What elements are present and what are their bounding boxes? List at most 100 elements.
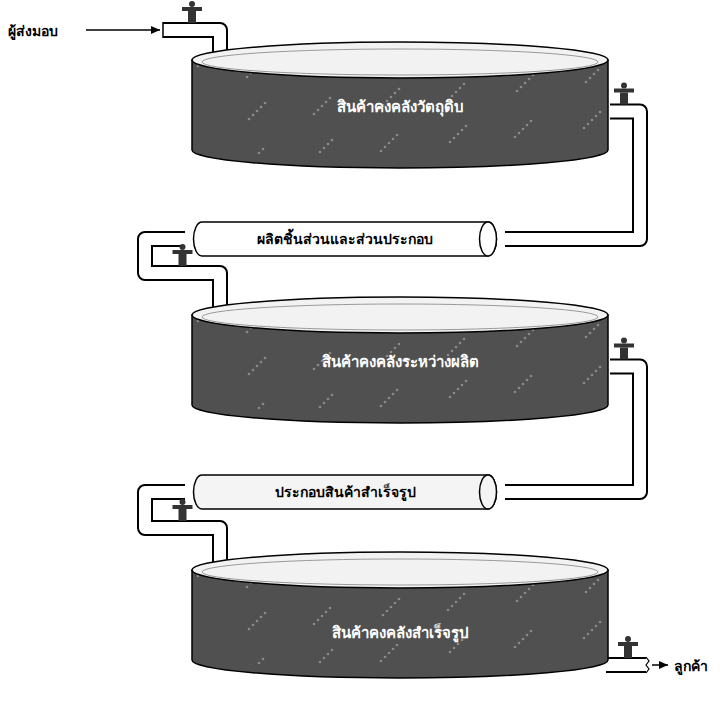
tank-texture	[583, 382, 586, 385]
tank-texture	[463, 83, 466, 86]
faucet	[614, 338, 634, 360]
tank-texture	[319, 661, 322, 664]
tank-texture	[524, 592, 527, 595]
tank-texture	[321, 105, 324, 108]
faucet	[173, 499, 193, 521]
process-label: ประกอบสินค้าสำเร็จรูป	[185, 481, 505, 503]
faucet	[182, 1, 202, 23]
tank-texture	[597, 579, 600, 582]
tank-top	[192, 42, 608, 78]
tank-texture	[256, 365, 259, 368]
water-surface	[202, 304, 598, 330]
tank-texture	[264, 357, 267, 360]
tank-texture	[599, 366, 602, 369]
tank-texture	[463, 593, 466, 596]
tank-texture	[252, 624, 255, 627]
tank-texture	[396, 644, 399, 647]
tank-texture	[327, 143, 330, 146]
pipe-end	[480, 475, 497, 509]
tank-texture	[256, 110, 259, 113]
tank-texture	[465, 125, 468, 128]
tank-texture	[394, 92, 397, 95]
tank-texture	[317, 109, 320, 112]
tank-texture	[528, 333, 531, 336]
faucet	[614, 83, 634, 105]
tank-texture	[329, 97, 332, 100]
tank-texture	[384, 146, 387, 149]
tank-texture	[390, 606, 393, 609]
customer-arrow	[652, 664, 668, 666]
tank-texture	[520, 341, 523, 344]
tank-texture	[587, 378, 590, 381]
tank-texture	[459, 597, 462, 600]
tank-label: สินค้าคงคลังวัตถุดิบ	[190, 95, 610, 119]
tank-texture	[390, 351, 393, 354]
tank-texture	[518, 387, 521, 390]
tank-texture	[313, 368, 316, 371]
tank-texture	[398, 88, 401, 91]
tank-texture	[524, 82, 527, 85]
tank-label: สินค้าคงคลังระหว่างผลิต	[190, 350, 610, 374]
tank-texture	[593, 328, 596, 331]
tank-texture	[447, 609, 450, 612]
tank-texture	[514, 646, 517, 649]
tank-texture	[599, 621, 602, 624]
tank-texture	[589, 332, 592, 335]
tank-texture	[451, 95, 454, 98]
tank-texture	[390, 96, 393, 99]
inflow-pipe	[163, 22, 220, 54]
tank-texture	[457, 643, 460, 646]
tank-texture	[392, 393, 395, 396]
tank-texture	[388, 652, 391, 655]
tank-texture	[585, 81, 588, 84]
tank-texture	[587, 633, 590, 636]
tank-texture	[593, 73, 596, 76]
tank-texture	[591, 119, 594, 122]
tank-texture	[455, 91, 458, 94]
tank-texture	[319, 151, 322, 154]
tank-texture	[246, 76, 249, 79]
process-pipe: ผลิตชิ้นส่วนและส่วนประกอบ	[185, 222, 505, 256]
tank-texture	[459, 87, 462, 90]
tank-texture	[453, 647, 456, 650]
tank-texture	[260, 361, 263, 364]
tank-texture	[323, 657, 326, 660]
tank-texture	[597, 324, 600, 327]
tank-texture	[455, 601, 458, 604]
tank-texture	[589, 77, 592, 80]
tank-texture	[396, 389, 399, 392]
tank-texture	[331, 649, 334, 652]
faucet	[173, 244, 193, 266]
tank-texture	[260, 616, 263, 619]
tank-texture	[451, 350, 454, 353]
tank-texture	[595, 370, 598, 373]
tank-texture	[520, 86, 523, 89]
tank-texture	[256, 620, 259, 623]
tank-texture	[522, 128, 525, 131]
tank-texture	[457, 388, 460, 391]
inventory-tank: สินค้าคงคลังสำเร็จรูป	[190, 550, 610, 680]
tank-texture	[516, 90, 519, 93]
tank-texture	[461, 129, 464, 132]
tank-texture	[585, 591, 588, 594]
tank-texture	[522, 638, 525, 641]
tank-texture	[258, 407, 261, 410]
tank-texture	[323, 147, 326, 150]
tank-label: สินค้าคงคลังสำเร็จรูป	[190, 621, 610, 645]
tank-texture	[520, 596, 523, 599]
tank-texture	[323, 402, 326, 405]
tank-texture	[591, 374, 594, 377]
tank-texture	[396, 134, 399, 137]
tank-texture	[449, 651, 452, 654]
tank-texture	[595, 625, 598, 628]
tank-texture	[392, 648, 395, 651]
tank-texture	[386, 610, 389, 613]
supplier-label: ผู้ส่งมอบ	[8, 20, 58, 42]
tank-texture	[518, 132, 521, 135]
tank-texture	[264, 102, 267, 105]
tank-texture	[455, 346, 458, 349]
tank-texture	[248, 373, 251, 376]
tank-texture	[583, 637, 586, 640]
tank-texture	[514, 391, 517, 394]
